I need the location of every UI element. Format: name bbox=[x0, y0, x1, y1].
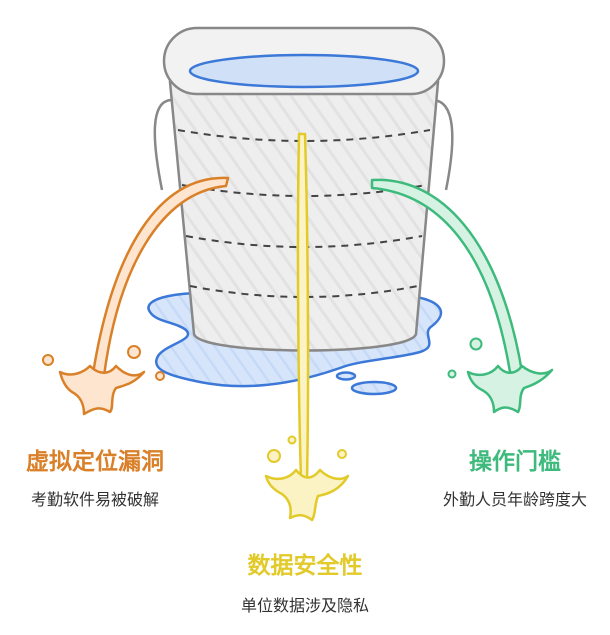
issue-title-center: 数据安全性 bbox=[247, 553, 363, 579]
issue-title-left: 虚拟定位漏洞 bbox=[26, 449, 164, 475]
bucket-handle bbox=[153, 98, 454, 191]
leak-stream-left bbox=[42, 176, 230, 416]
issue-title-right: 操作门槛 bbox=[469, 449, 561, 475]
leak-stream-right bbox=[370, 178, 554, 414]
issue-desc-center: 单位数据涉及隐私 bbox=[240, 596, 370, 615]
issue-desc-left: 考勤软件易被破解 bbox=[30, 490, 160, 509]
issue-desc-right: 外勤人员年龄跨度大 bbox=[442, 490, 588, 509]
leak-stream-center bbox=[264, 132, 350, 522]
